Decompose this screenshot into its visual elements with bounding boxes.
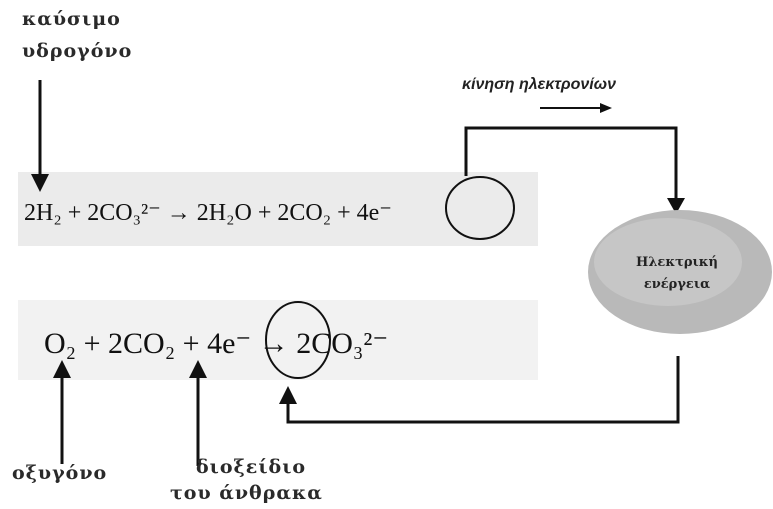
- fuel-label-line1: καύσιμο: [22, 8, 121, 30]
- energy-label-line1: Ηλεκτρική: [636, 255, 718, 270]
- energy-label: Ηλεκτρική ενέργεια: [612, 252, 742, 296]
- fuel-label-line2: υδρογόνο: [22, 40, 133, 62]
- fuel-arrowhead: [31, 174, 49, 192]
- co2-label-line2: του άνθρακα: [170, 482, 323, 504]
- oxygen-arrowhead: [53, 360, 71, 378]
- cathode-electron-circle: [265, 301, 331, 379]
- circuit-top-arrowhead: [667, 198, 685, 214]
- anode-equation: 2H₂ + 2CO₃²⁻ → 2H₂O + 2CO₂ + 4e⁻: [24, 200, 392, 226]
- circuit-top: [464, 126, 678, 206]
- circuit-bottom-arrowhead: [279, 386, 297, 404]
- circuit-bottom: [286, 356, 680, 424]
- electron-flow-label: κίνηση ηλεκτρονίων: [462, 76, 616, 93]
- co2-arrowhead: [189, 360, 207, 378]
- anode-band: [18, 172, 538, 246]
- cathode-band: [18, 300, 538, 380]
- energy-label-line2: ενέργεια: [643, 277, 711, 292]
- anode-electron-circle: [445, 176, 515, 240]
- electron-flow-arrowhead: [600, 103, 612, 113]
- energy-ellipse-shade: [594, 218, 742, 306]
- co2-label-line1: διοξείδιο: [196, 456, 307, 478]
- oxygen-label: οξυγόνο: [12, 462, 108, 484]
